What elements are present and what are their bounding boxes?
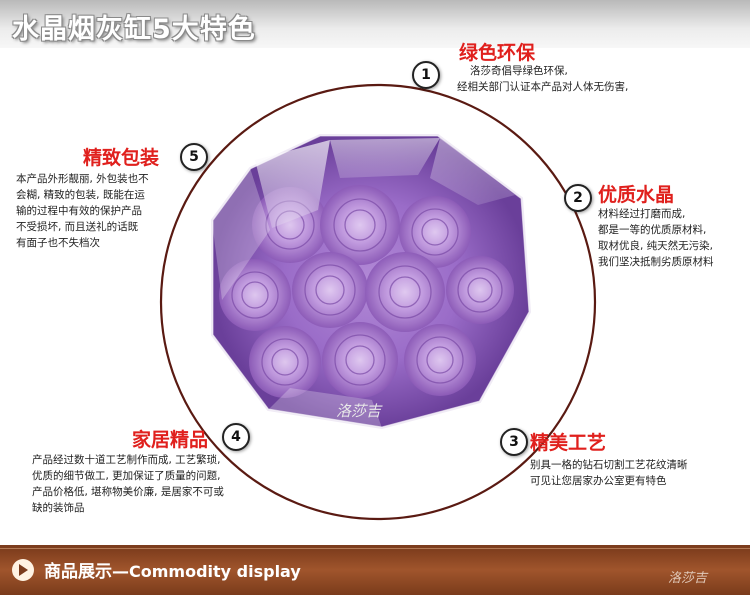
feature-5-desc-line: 输的过程中有效的保护产品 (16, 205, 142, 217)
feature-4-desc-line: 优质的细节做工, 更加保证了质量的问题, (32, 470, 221, 482)
feature-5-number-badge: 5 (180, 143, 208, 171)
page-title: 水晶烟灰缸5大特色 (12, 14, 256, 45)
feature-5-desc-line: 会糊, 精致的包装, 既能在运 (16, 189, 145, 201)
image-watermark: 洛莎吉 (336, 402, 382, 420)
section-title: 商品展示—Commodity display (44, 562, 301, 582)
feature-5-desc-line: 本产品外形靓丽, 外包装也不 (16, 173, 149, 185)
feature-2-desc-line: 取材优良, 纯天然无污染, (598, 240, 714, 252)
section-title-en: Commodity display (129, 562, 301, 581)
feature-5-desc-line: 不受损坏, 而且送礼的话既 (16, 221, 139, 233)
feature-1-description: 洛莎奇倡导绿色环保, 经相关部门认证本产品对人体无伤害, (457, 63, 628, 95)
feature-4-title: 家居精品 (132, 429, 209, 451)
feature-3-title: 精美工艺 (530, 432, 607, 454)
feature-2-desc-line: 我们坚决抵制劣质原材料 (598, 256, 714, 268)
feature-1-desc-line: 洛莎奇倡导绿色环保, (470, 65, 568, 77)
feature-2-title: 优质水晶 (598, 184, 675, 206)
crystal-ashtray-image (210, 133, 532, 430)
feature-2-description: 材料经过打磨而成, 都是一等的优质原材料, 取材优良, 纯天然无污染, 我们坚决… (598, 206, 714, 270)
feature-2-desc-line: 材料经过打磨而成, (598, 208, 686, 220)
feature-3-number-badge: 3 (500, 428, 528, 456)
section-footer-bar (0, 545, 750, 595)
feature-4-number-badge: 4 (222, 423, 250, 451)
feature-4-description: 产品经过数十道工艺制作而成, 工艺繁琐, 优质的细节做工, 更加保证了质量的问题… (32, 452, 224, 516)
header-bar: 水晶烟灰缸5大特色 (0, 0, 750, 48)
feature-5-desc-line: 有面子也不失档次 (16, 237, 100, 249)
section-title-cn: 商品展示 (44, 562, 112, 582)
feature-4-desc-line: 产品价格低, 堪称物美价廉, 是居家不可或 (32, 486, 224, 498)
feature-5-title: 精致包装 (83, 147, 160, 169)
feature-5-description: 本产品外形靓丽, 外包装也不 会糊, 精致的包装, 既能在运 输的过程中有效的保… (16, 171, 149, 251)
feature-4-desc-line: 产品经过数十道工艺制作而成, 工艺繁琐, (32, 454, 221, 466)
feature-3-desc-line: 别具一格的钻石切割工艺花纹清晰 (530, 459, 688, 471)
feature-3-description: 别具一格的钻石切割工艺花纹清晰 可见让您居家办公室更有特色 (530, 457, 688, 489)
footer-divider (0, 548, 750, 549)
footer-watermark: 洛莎吉 (668, 571, 708, 586)
frame-circle (159, 83, 597, 521)
feature-2-number-badge: 2 (564, 184, 592, 212)
feature-1-number-badge: 1 (412, 61, 440, 89)
feature-4-desc-line: 缺的装饰品 (32, 502, 85, 514)
play-arrow-icon (12, 559, 34, 581)
feature-2-desc-line: 都是一等的优质原材料, (598, 224, 707, 236)
feature-1-title: 绿色环保 (459, 42, 536, 64)
feature-3-desc-line: 可见让您居家办公室更有特色 (530, 475, 667, 487)
feature-1-desc-line: 经相关部门认证本产品对人体无伤害, (457, 81, 629, 93)
